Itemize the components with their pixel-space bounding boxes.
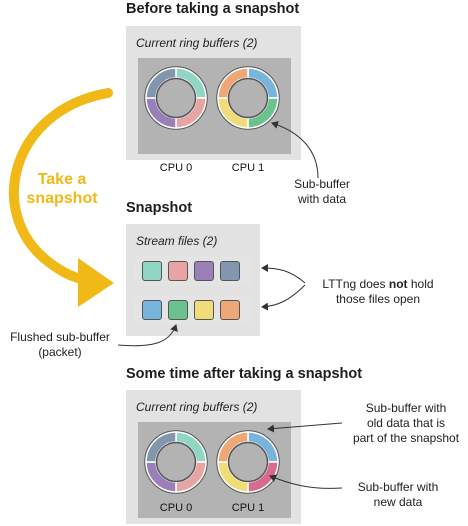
subbuffer-with-data-label: Sub-buffer with data xyxy=(282,177,362,207)
lttng-pre: LTTng does xyxy=(322,277,389,291)
panel-after-title: Current ring buffers (2) xyxy=(136,400,258,414)
flushed-line2: (packet) xyxy=(38,345,82,359)
old-line2: old data that is xyxy=(366,416,446,430)
ring-cpu0-center xyxy=(155,441,197,483)
cpu0-label: CPU 0 xyxy=(159,502,193,514)
ring-cpu1-outline xyxy=(216,430,280,494)
sub-buffer xyxy=(220,261,240,281)
stream-file-row xyxy=(134,295,252,325)
leader-line-lttng-1 xyxy=(261,264,306,284)
ring-cpu0-center xyxy=(155,77,197,119)
take-snapshot-label: Take a snapshot xyxy=(22,170,102,208)
cpu1-label: CPU 1 xyxy=(231,502,265,514)
sub-buffer xyxy=(142,300,162,320)
old-line3: part of the snapshot xyxy=(352,431,460,445)
ring-cpu0-outline xyxy=(144,430,208,494)
subbuffer-data-line2: with data xyxy=(297,192,347,206)
take-snapshot-arrowhead xyxy=(78,258,114,307)
ring-cpu1-center xyxy=(227,77,269,119)
new-line1: Sub-buffer with xyxy=(357,480,439,494)
lttng-bold: not xyxy=(388,277,408,291)
sub-buffer xyxy=(168,300,188,320)
panel-snapshot-title: Stream files (2) xyxy=(136,234,218,248)
old-data-label: Sub-buffer with old data that is part of… xyxy=(346,401,466,446)
sub-buffer xyxy=(194,261,214,281)
leader-line-old-data xyxy=(267,422,343,433)
lttng-note: LTTng does not hold those files open xyxy=(314,277,442,307)
lttng-note-line1: LTTng does not hold xyxy=(314,277,442,292)
heading-snapshot: Snapshot xyxy=(126,200,193,216)
leader-line-lttng-2 xyxy=(261,284,306,311)
take-snapshot-line1: Take a xyxy=(37,171,87,188)
leader-line-subbuffer-data xyxy=(271,121,319,179)
sub-buffer xyxy=(168,261,188,281)
lttng-note-line2: those files open xyxy=(335,292,421,306)
heading-after: Some time after taking a snapshot xyxy=(126,366,363,382)
leader-line-new-data xyxy=(269,474,343,489)
sub-buffer xyxy=(194,300,214,320)
cpu1-label: CPU 1 xyxy=(231,162,265,174)
flushed-line1: Flushed sub-buffer xyxy=(10,330,110,344)
ring-cpu1-center xyxy=(227,441,269,483)
stream-file-row xyxy=(134,256,252,286)
cpu0-label: CPU 0 xyxy=(159,162,193,174)
sub-buffer xyxy=(142,261,162,281)
subbuffer-data-line1: Sub-buffer xyxy=(294,177,350,191)
new-data-label: Sub-buffer with new data xyxy=(348,480,448,510)
ring-cpu1-outline xyxy=(216,66,280,130)
panel-snapshot: Stream files (2) xyxy=(126,224,260,336)
ring-cpu0-outline xyxy=(144,66,208,130)
lttng-post: hold xyxy=(407,277,434,291)
new-line2: new data xyxy=(373,495,423,509)
flushed-subbuffer-label: Flushed sub-buffer (packet) xyxy=(4,330,116,360)
heading-before: Before taking a snapshot xyxy=(126,1,300,17)
take-snapshot-arrow xyxy=(9,88,113,284)
leader-line-flushed xyxy=(117,324,178,347)
take-snapshot-line2: snapshot xyxy=(26,190,98,207)
old-line1: Sub-buffer with xyxy=(365,401,447,415)
sub-buffer xyxy=(220,300,240,320)
panel-before-title: Current ring buffers (2) xyxy=(136,36,258,50)
